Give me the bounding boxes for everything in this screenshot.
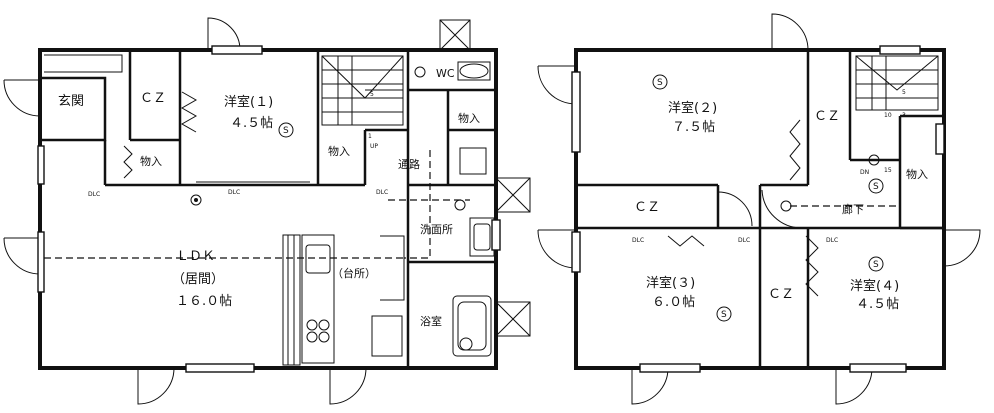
smoke-detector-letter: S	[873, 260, 879, 270]
room-label-daidokoro: （台所）	[332, 266, 376, 280]
room-label-genkan: 玄関	[58, 94, 84, 109]
downlight-label: DLC	[738, 237, 750, 244]
stair-step-num: 10	[884, 112, 892, 119]
room-label-yoshitsu-1: 洋室(１)	[224, 94, 273, 110]
room-label-yoshitsu-4: 洋室(４)	[850, 278, 899, 294]
downlight-label: DLC	[632, 237, 644, 244]
room-label-yokushitsu: 浴室	[420, 314, 442, 328]
stair-step-num: 5	[370, 91, 374, 98]
smoke-detector-letter: S	[657, 78, 663, 88]
room-label-yoshitsu-3: 洋室(３)	[646, 275, 695, 291]
room-size-yoshitsu-1: ４.５帖	[230, 116, 273, 131]
downlight-label: DLC	[376, 189, 388, 196]
storage-label-monoire-a: 物入	[140, 154, 162, 168]
storage-label-monoire-2: 物入	[906, 167, 928, 181]
room-label-wc: WC	[436, 67, 455, 80]
room-label-ldk: ＬＤＫ	[176, 249, 215, 264]
room-label-yoshitsu-2: 洋室(２)	[668, 100, 717, 116]
storage-label-monoire-c: 物入	[458, 111, 480, 125]
closet-label-cz-b: ＣＺ	[814, 109, 840, 124]
closet-label-cz-c: ＣＺ	[634, 200, 660, 215]
closet-label-cz-a: ＣＺ	[140, 91, 166, 106]
smoke-detector-icon: S	[652, 74, 668, 90]
smoke-detector-icon: S	[716, 306, 732, 322]
stair-dn-label: DN	[860, 169, 869, 176]
downlight-label: DLC	[826, 237, 838, 244]
stair-step-num: 5	[902, 89, 906, 96]
downlight-label: DLC	[88, 191, 100, 198]
stair-step-num: 1	[368, 133, 372, 140]
stair-step-num: 3	[902, 112, 906, 119]
stair-step-num: 15	[884, 167, 892, 174]
storage-label-monoire-b: 物入	[328, 144, 350, 158]
smoke-detector-letter: S	[873, 182, 879, 192]
room-size-ldk: １６.０帖	[176, 294, 232, 309]
area-label-tsuro: 通路	[398, 158, 420, 171]
floor-2-plan	[537, 13, 981, 405]
room-size-yoshitsu-4: ４.５帖	[856, 297, 899, 312]
smoke-detector-icon: S	[868, 256, 884, 272]
stair-up-label: UP	[370, 143, 378, 150]
smoke-detector-icon: S	[868, 178, 884, 194]
smoke-detector-letter: S	[283, 126, 289, 136]
room-size-yoshitsu-2: ７.５帖	[672, 120, 715, 135]
room-size-yoshitsu-3: ６.０帖	[652, 295, 695, 310]
closet-label-cz-d: ＣＺ	[768, 287, 794, 302]
smoke-detector-letter: S	[721, 310, 727, 320]
room-sub-ldk: （居間）	[172, 272, 224, 287]
floor-1-plan	[3, 17, 531, 405]
area-label-roka: 廊下	[842, 202, 864, 216]
room-label-senmenjo: 洗面所	[420, 223, 453, 236]
smoke-detector-icon: S	[278, 122, 294, 138]
downlight-label: DLC	[228, 189, 240, 196]
